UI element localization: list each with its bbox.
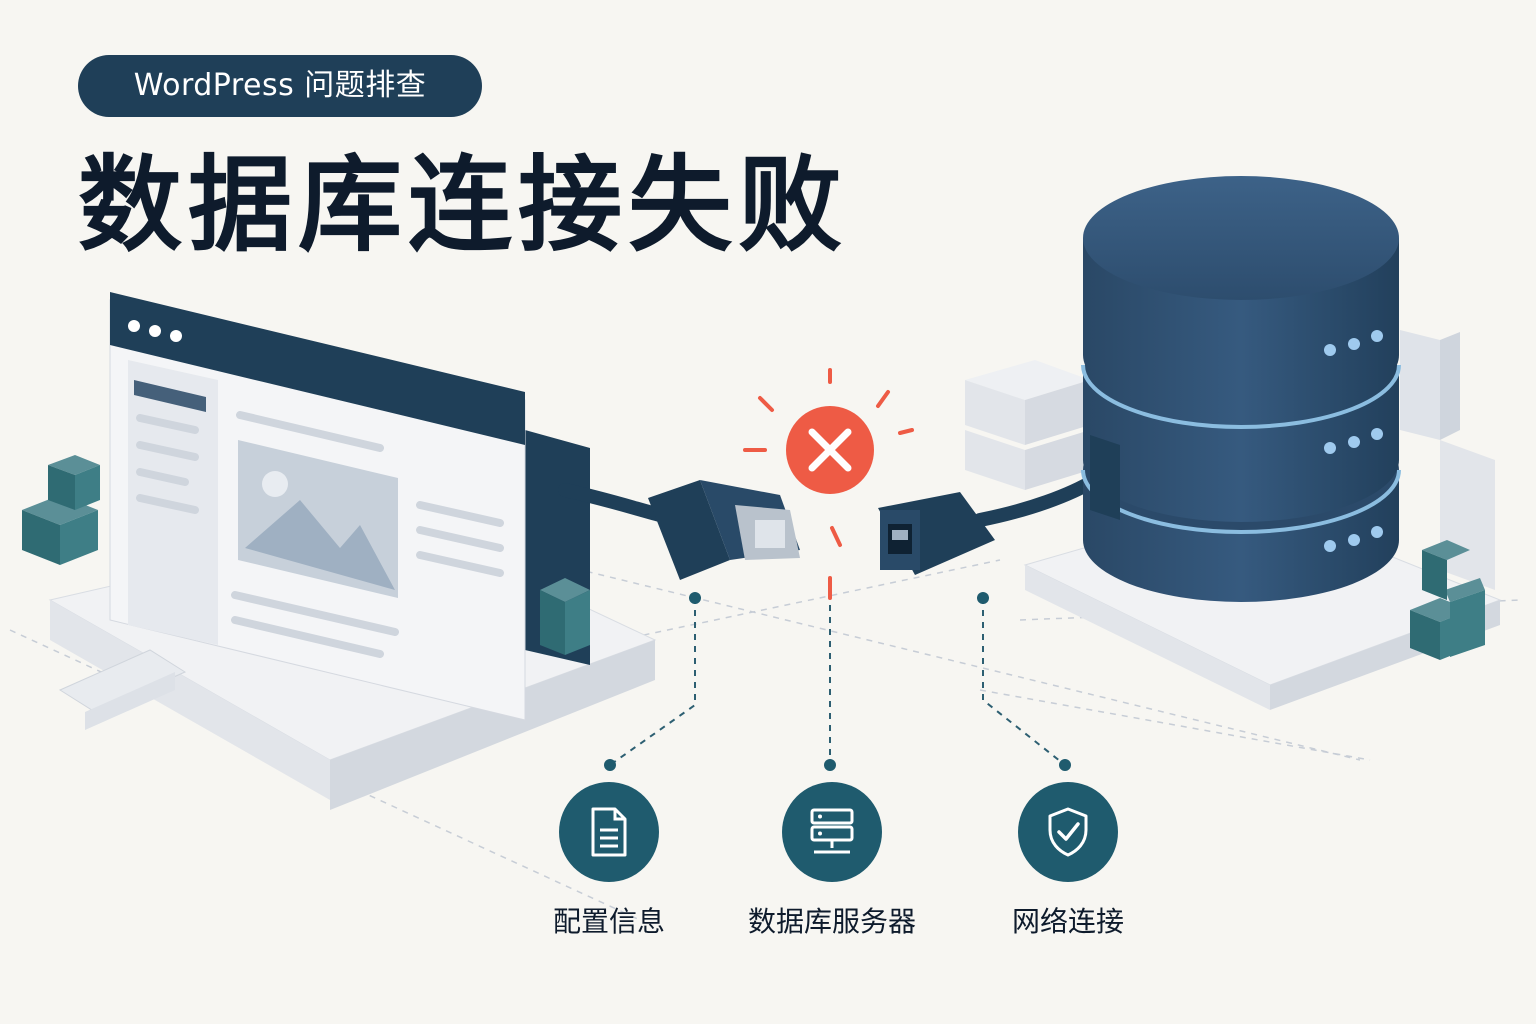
decor-cubes-right — [1410, 540, 1485, 660]
category-label: 配置信息 — [552, 905, 665, 938]
floor-grid — [9, 559, 1521, 921]
cable-plug-left — [558, 480, 800, 580]
page-title: 数据库连接失败 — [78, 144, 849, 266]
decor-cubes-left — [22, 455, 590, 655]
category-label: 数据库服务器 — [747, 905, 916, 938]
server-boxes — [965, 330, 1495, 590]
category-label: 网络连接 — [1011, 905, 1124, 938]
document-icon — [559, 782, 659, 882]
category-config: 配置信息 — [499, 782, 719, 940]
shield-check-icon — [1018, 782, 1118, 882]
connector-lines — [609, 598, 1066, 766]
database-icon — [1081, 176, 1401, 602]
error-x-icon — [743, 368, 914, 600]
category-network: 网络连接 — [958, 782, 1178, 940]
browser-window-icon — [109, 292, 590, 721]
topic-badge: WordPress 问题排查 — [78, 55, 482, 117]
category-db-server: 数据库服务器 — [722, 782, 942, 940]
server-icon — [782, 782, 882, 882]
